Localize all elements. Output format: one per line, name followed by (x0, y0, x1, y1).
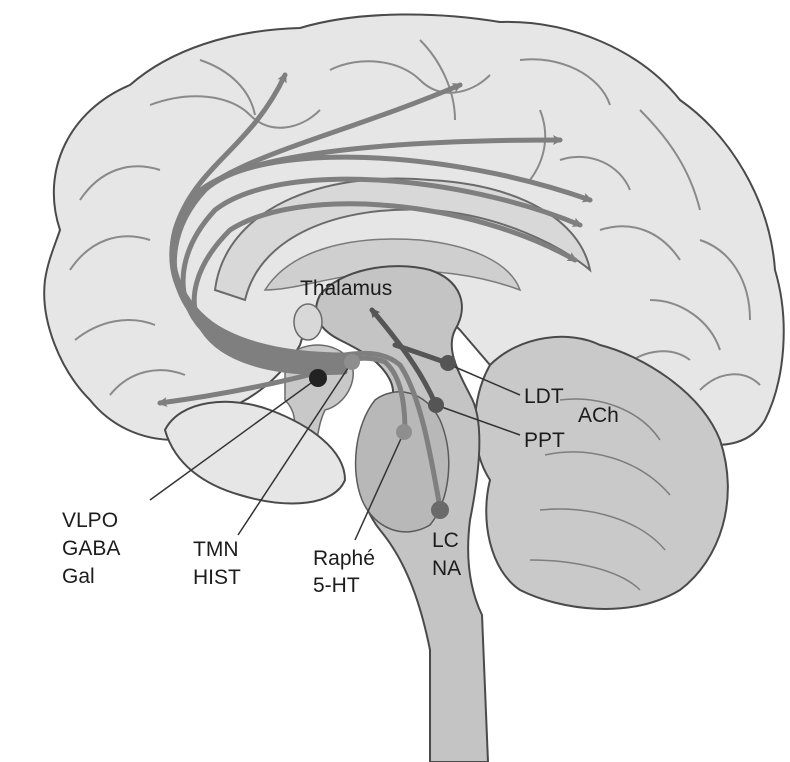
label-hist: HIST (193, 566, 241, 589)
label-5ht: 5-HT (313, 574, 360, 597)
label-ldt: LDT (524, 385, 564, 408)
label-tmn: TMN (193, 538, 239, 561)
raphe-node (396, 424, 412, 440)
label-ach: ACh (578, 404, 619, 427)
label-ppt: PPT (524, 429, 565, 452)
ldt-node (440, 355, 456, 371)
label-gaba: GABA (62, 537, 120, 560)
optic-chiasm (294, 304, 322, 340)
tmn-node (344, 354, 360, 370)
label-vlpo: VLPO (62, 509, 118, 532)
label-raphe: Raphé (313, 547, 375, 570)
label-lc: LC (432, 529, 459, 552)
label-thalamus: Thalamus (300, 277, 392, 300)
ppt-node (428, 397, 444, 413)
label-na: NA (432, 557, 461, 580)
lc-node (431, 501, 449, 519)
label-gal: Gal (62, 565, 95, 588)
vlpo-node (309, 369, 327, 387)
